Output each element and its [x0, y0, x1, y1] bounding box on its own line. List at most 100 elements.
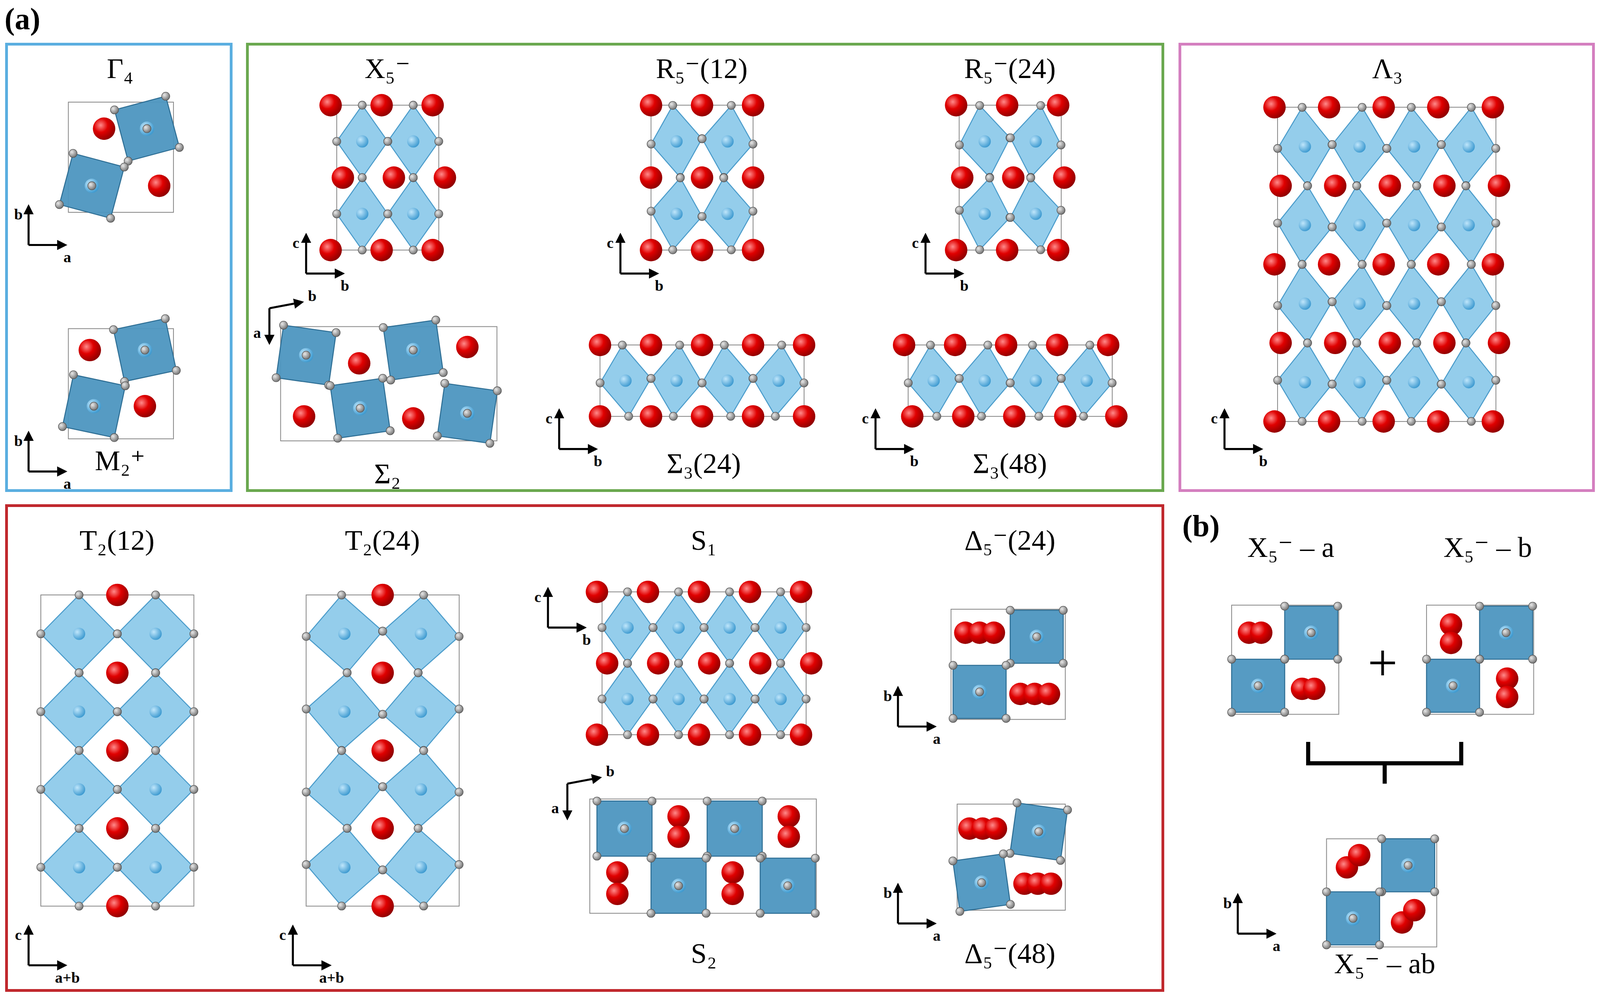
a-site-atom [595, 652, 619, 675]
oxygen-atom [1375, 940, 1384, 950]
octahedron [1332, 343, 1387, 422]
unit-cell [306, 594, 460, 907]
oxygen-atom [624, 412, 634, 421]
unit-cell [1326, 839, 1437, 948]
b-site-atom [1353, 375, 1366, 389]
oxygen-atom [623, 587, 632, 597]
octahedron-top [114, 96, 180, 162]
b-site-atom [356, 135, 369, 148]
axis-arrow [874, 410, 877, 450]
b-site-atom [1353, 140, 1366, 153]
b-site-atom [149, 783, 162, 796]
b-site-atom [1401, 858, 1416, 873]
octahedron-top [650, 858, 706, 914]
a-site-atom [721, 861, 744, 884]
oxygen-atom [386, 375, 395, 385]
a-site-atom [588, 405, 612, 428]
oxygen-atom [419, 902, 428, 911]
axis-arrow [1223, 410, 1226, 450]
a-site-atom [639, 405, 663, 428]
a-site-atom [687, 580, 711, 604]
b-site-atom [338, 861, 351, 874]
oxygen-atom [955, 374, 964, 383]
oxygen-atom [440, 379, 450, 388]
oxygen-atom [623, 730, 632, 740]
a-site-atom [1317, 410, 1341, 433]
oxygen-atom [1002, 661, 1011, 670]
a-site-atom [741, 93, 765, 117]
octahedron [40, 594, 118, 674]
oxygen-atom [748, 207, 758, 216]
oxygen-atom [279, 321, 288, 330]
oxygen-atom [1028, 341, 1037, 350]
oxygen-atom [699, 623, 709, 632]
axis-label: c [606, 234, 614, 252]
b-site-atom [1080, 374, 1093, 388]
oxygen-atom [455, 860, 464, 870]
oxygen-atom [811, 854, 820, 863]
oxygen-atom [1491, 376, 1501, 385]
axis-label: a+b [319, 968, 345, 986]
oxygen-atom [189, 629, 199, 639]
oxygen-atom [74, 746, 84, 756]
oxygen-atom [697, 378, 707, 388]
oxygen-atom [332, 137, 342, 146]
a-site-atom [319, 238, 342, 262]
oxygen-atom [36, 707, 46, 716]
oxygen-atom [1422, 655, 1431, 664]
b-site-atom [621, 621, 634, 634]
oxygen-atom [1006, 606, 1015, 615]
oxygen-atom [727, 101, 736, 110]
oxygen-atom [1006, 378, 1015, 388]
oxygen-atom [955, 141, 964, 150]
oxygen-atom [1006, 133, 1015, 143]
mode-title: T₂(12) [79, 524, 155, 557]
a-site-atom [347, 352, 371, 375]
oxygen-atom [1407, 103, 1416, 112]
a-site-atom [792, 333, 816, 357]
b-site-atom [1407, 375, 1421, 389]
a-site-atom [1372, 95, 1396, 119]
oxygen-atom [646, 854, 656, 863]
oxygen-atom [413, 668, 423, 677]
octahedron-top [952, 854, 1011, 912]
axis-label: a [932, 730, 941, 748]
b-site-atom [407, 207, 420, 220]
oxygen-atom [36, 629, 46, 639]
axis-arrow [269, 302, 302, 309]
a-site-atom [1003, 405, 1026, 428]
b-site-atom [1462, 375, 1475, 389]
b-site-atom [974, 875, 989, 890]
oxygen-atom [1227, 708, 1236, 717]
oxygen-atom [378, 374, 388, 383]
oxygen-atom [597, 694, 607, 704]
oxygen-atom [1328, 297, 1337, 306]
oxygen-atom [623, 659, 632, 668]
oxygen-atom [113, 707, 122, 716]
b-site-atom [414, 783, 428, 796]
octahedron [1386, 107, 1442, 186]
oxygen-atom [413, 824, 423, 833]
oxygen-atom [74, 591, 84, 600]
axis-label: c [861, 410, 869, 427]
oxygen-atom [1461, 339, 1471, 348]
oxygen-atom [120, 162, 129, 172]
octahedron [1061, 345, 1112, 417]
oxygen-atom [1502, 628, 1511, 637]
b-site-atom [1353, 297, 1366, 310]
b-site-atom [1031, 824, 1046, 840]
axis-label: a [253, 324, 261, 341]
b-site-atom [1346, 911, 1361, 926]
a-site-atom [690, 93, 714, 117]
oxygen-atom [333, 434, 342, 443]
oxygen-atom [648, 694, 658, 704]
oxygen-atom [1461, 181, 1471, 191]
b-site-atom [1298, 375, 1312, 389]
oxygen-atom [949, 714, 958, 723]
b-site-atom [356, 207, 369, 220]
mode-label: X₅⁻ – a [1247, 532, 1335, 564]
b-site-atom [338, 627, 351, 641]
b-site-atom [972, 684, 987, 700]
oxygen-atom [932, 412, 942, 421]
mode-title: Σ₃(48) [972, 448, 1047, 480]
